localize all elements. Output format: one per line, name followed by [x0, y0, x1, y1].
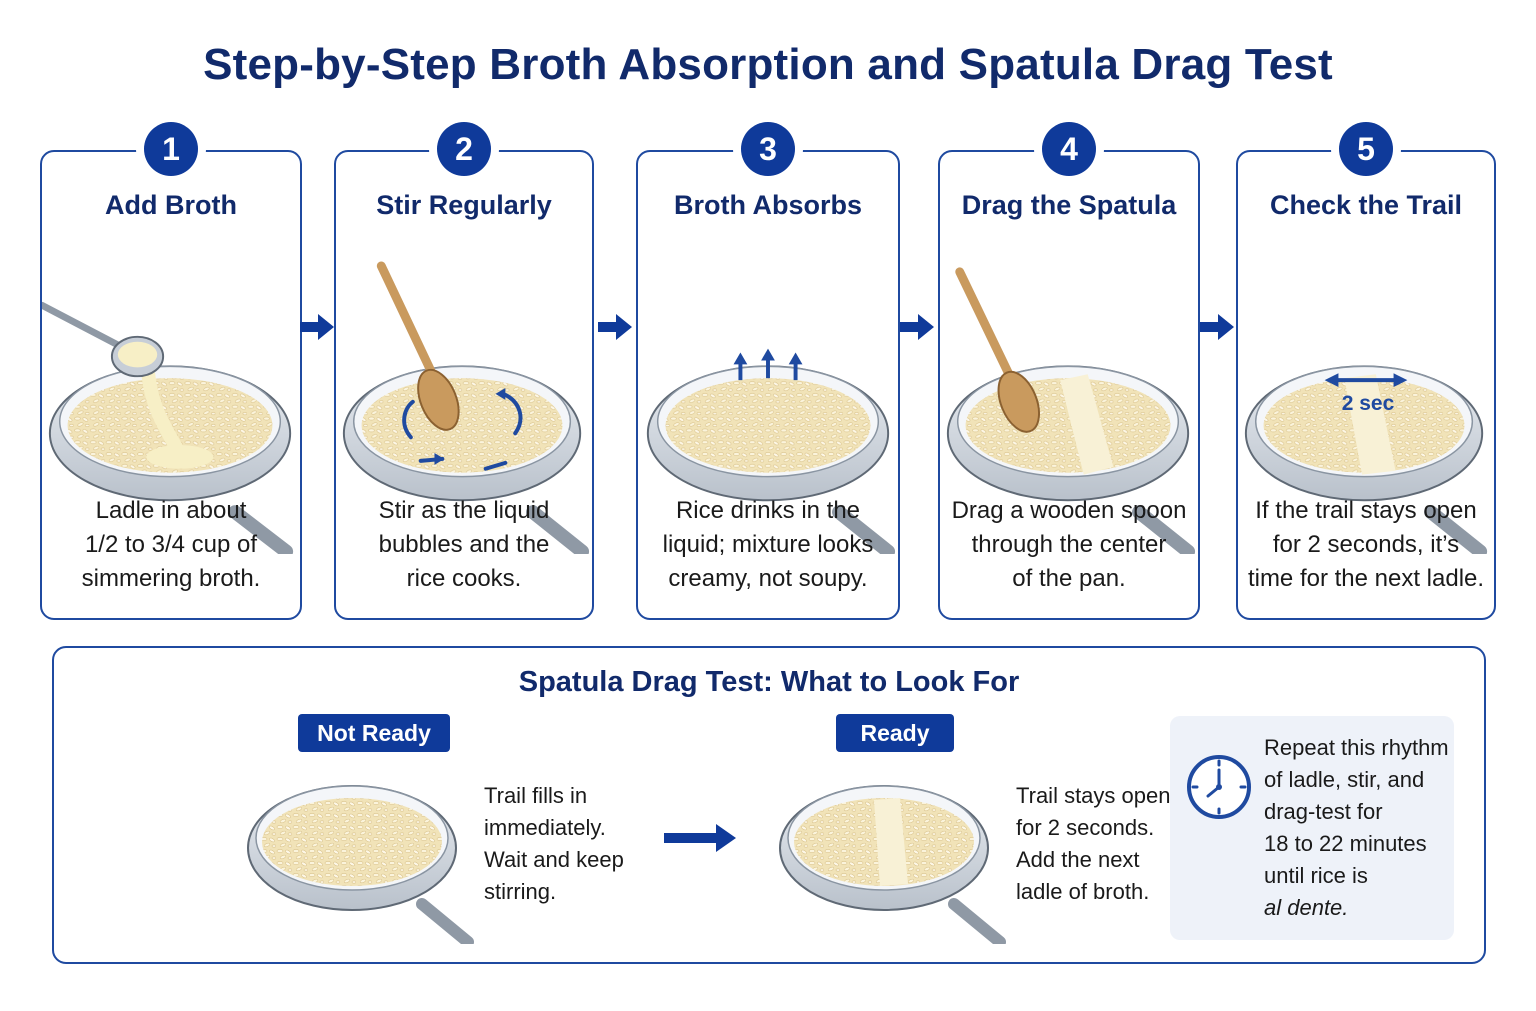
stir-arrows-icon [402, 391, 523, 471]
wooden-spoon-icon [955, 267, 1040, 433]
drag-test-panel: Spatula Drag Test: What to Look For Not … [52, 646, 1486, 964]
right-arrow-icon [300, 314, 334, 340]
step-card-4: 4 Drag the Spatula Drag a wooden spoon t… [938, 122, 1200, 620]
ready-badge: Ready [836, 714, 954, 752]
ready-pan-illustration [779, 785, 1006, 944]
step-desc-2: Stir as the liquid bubbles and the rice … [378, 497, 550, 592]
right-arrow-icon [664, 824, 736, 852]
step-number-4: 4 [1042, 122, 1096, 176]
clock-icon [1187, 755, 1251, 819]
up-arrows-icon [733, 348, 803, 381]
step-title-5: Check the Trail [1269, 190, 1463, 220]
step-card-5: 5 Check the Trail 2 sec If the trail sta… [1236, 122, 1496, 620]
ready-desc: Trail stays open for 2 seconds. Add the … [1016, 783, 1171, 904]
pan-ladle-illustration [42, 301, 294, 554]
timer-label: 2 sec [1341, 392, 1395, 415]
step-desc-1: Ladle in about 1/2 to 3/4 cup of simmeri… [81, 497, 261, 592]
step-number-2: 2 [437, 122, 491, 176]
step-title-3: Broth Absorbs [674, 190, 862, 220]
tip-box: Repeat this rhythm of ladle, stir, and d… [1170, 716, 1454, 940]
right-arrow-icon [1200, 314, 1234, 340]
right-arrow-icon [900, 314, 934, 340]
pan-absorb-illustration [646, 348, 896, 554]
pan-icon [646, 365, 896, 554]
step-desc-3: Rice drinks in the liquid; mixture looks… [662, 497, 874, 592]
page-title: Step-by-Step Broth Absorption and Spatul… [203, 40, 1333, 89]
pan-drag-illustration [946, 267, 1196, 554]
drag-test-title: Spatula Drag Test: What to Look For [518, 666, 1020, 698]
double-arrow-icon [1324, 373, 1408, 388]
step-desc-5: If the trail stays open for 2 seconds, i… [1247, 497, 1485, 592]
step-number-1: 1 [144, 122, 198, 176]
step-card-3: 3 Broth Absorbs Rice drinks in the liqui… [636, 122, 900, 620]
pan-stir-illustration [342, 261, 590, 554]
not-ready-pan-illustration [247, 785, 474, 944]
step-title-4: Drag the Spatula [961, 190, 1177, 220]
step-card-1: 1 Add Broth Ladle in about 1/2 to 3/4 cu… [40, 122, 302, 620]
step-number-5: 5 [1339, 122, 1393, 176]
step-desc-4: Drag a wooden spoon through the center o… [951, 497, 1187, 592]
step-title-1: Add Broth [105, 190, 237, 220]
not-ready-badge: Not Ready [298, 714, 450, 752]
pan-trail-illustration [1244, 365, 1488, 554]
pan-icon [247, 785, 474, 944]
wooden-spoon-icon [376, 261, 460, 431]
step-card-2: 2 Stir Regularly Stir as the liquid bubb… [334, 122, 594, 620]
not-ready-desc: Trail fills in immediately. Wait and kee… [484, 783, 624, 904]
ladle-icon [42, 301, 165, 378]
step-title-2: Stir Regularly [376, 190, 552, 220]
tip-text: Repeat this rhythm of ladle, stir, and d… [1264, 735, 1449, 920]
right-arrow-icon [598, 314, 632, 340]
step-number-3: 3 [741, 122, 795, 176]
